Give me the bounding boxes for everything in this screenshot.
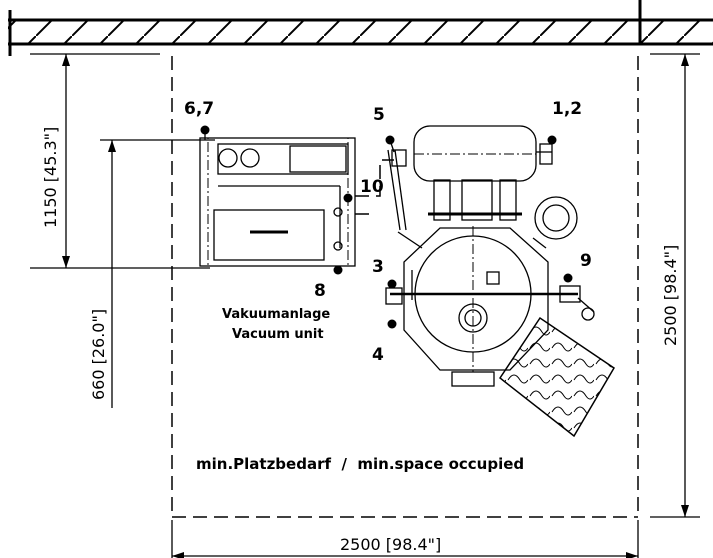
min-space-caption: min.Platzbedarf / min.space occupied — [196, 455, 524, 473]
side-flange — [532, 196, 578, 249]
dimension-width-label: 2500 [98.4"] — [340, 535, 441, 554]
dimension-unit-offset-label: 660 [26.0"] — [89, 309, 108, 400]
dimension-bottom-2500 — [171, 520, 639, 558]
callout-4: 4 — [372, 345, 384, 365]
vacuum-unit — [199, 137, 356, 267]
dimension-1150 — [30, 53, 210, 269]
top-tank — [391, 125, 553, 221]
heater-coil — [498, 297, 616, 438]
piping — [355, 149, 423, 249]
callout-6-7: 6,7 — [184, 99, 214, 119]
wall-hatch — [8, 0, 713, 56]
vacuum-unit-label-de: Vakuumanlage — [222, 307, 330, 322]
callout-10: 10 — [360, 177, 384, 197]
dimension-right-2500 — [650, 53, 700, 518]
callout-9: 9 — [580, 251, 592, 271]
dimension-660 — [100, 139, 215, 408]
dimension-top-offset-label: 1150 [45.3"] — [41, 127, 60, 228]
callout-8: 8 — [314, 281, 326, 301]
callout-markers — [200, 125, 573, 329]
dimension-height-label: 2500 [98.4"] — [661, 245, 680, 346]
vacuum-unit-label-en: Vacuum unit — [232, 327, 324, 342]
callout-1-2: 1,2 — [552, 99, 582, 119]
callout-5: 5 — [373, 105, 385, 125]
min-space-boundary — [171, 56, 639, 518]
callout-3: 3 — [372, 257, 384, 277]
